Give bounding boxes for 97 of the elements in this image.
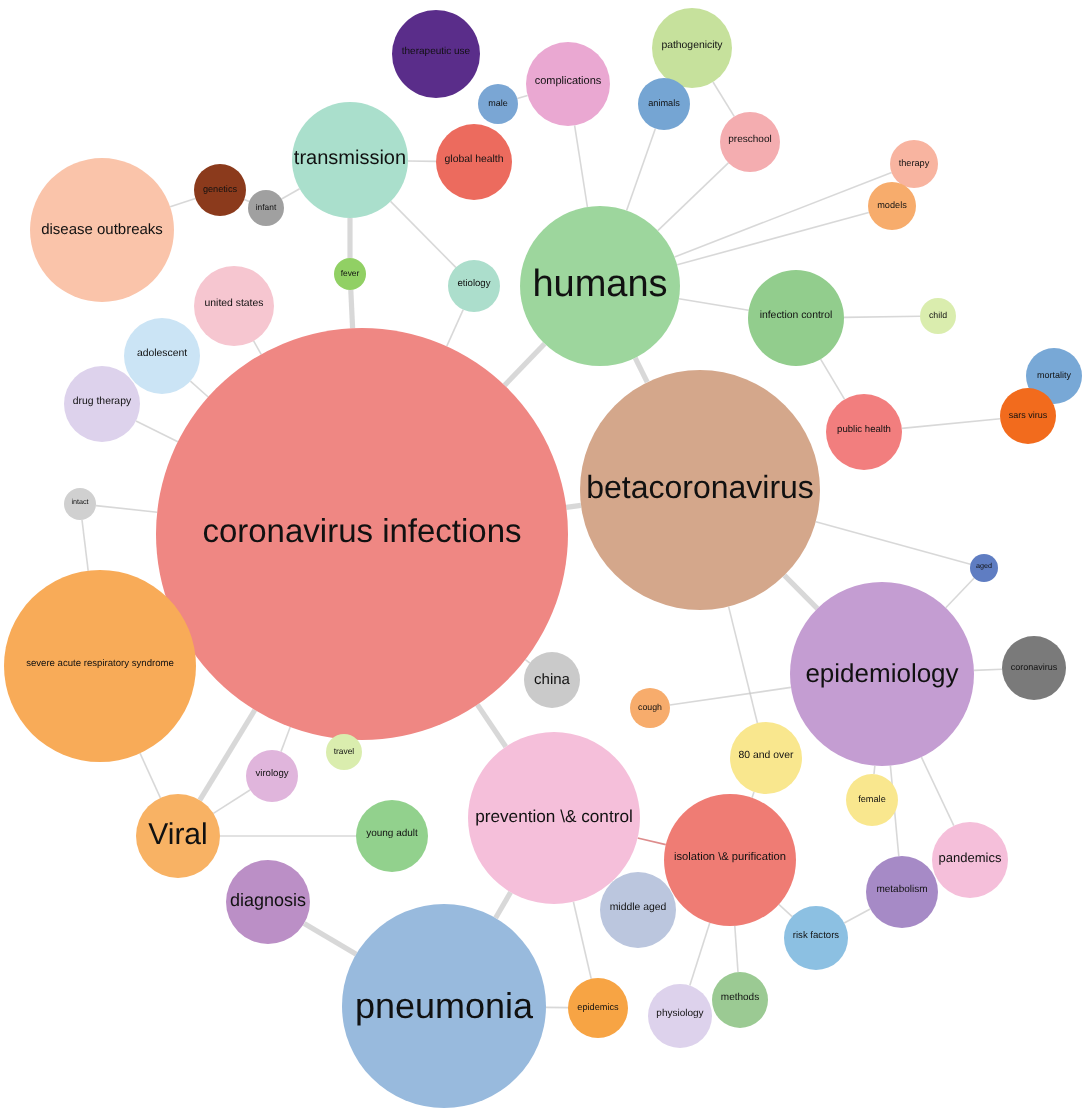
network-edge [347, 218, 353, 258]
network-edge [782, 573, 820, 611]
topic-circle [136, 794, 220, 878]
topic-circle [648, 984, 712, 1048]
network-edge [212, 789, 251, 815]
network-edge [636, 837, 667, 846]
network-edge [843, 315, 921, 319]
network-edge [815, 521, 972, 565]
topic-circle [932, 822, 1008, 898]
network-edge [689, 922, 711, 987]
topic-circle [436, 124, 512, 200]
topic-circle [712, 972, 768, 1028]
topic-circle [124, 318, 200, 394]
topic-circle [334, 258, 366, 290]
network-edge [920, 756, 955, 827]
network-edge [727, 605, 759, 724]
network-edge [139, 752, 162, 799]
topic-circle [246, 750, 298, 802]
topic-circle [478, 84, 518, 124]
network-edge [843, 908, 871, 924]
topic-circle [846, 774, 898, 826]
network-edge [676, 211, 870, 266]
network-edge [280, 726, 291, 753]
network-edge [446, 308, 464, 347]
topic-circle [866, 856, 938, 928]
network-edge [389, 200, 457, 269]
topic-label: epidemiology [805, 660, 959, 688]
network-edge [901, 418, 1001, 430]
network-edge [778, 903, 793, 918]
network-edge [819, 358, 846, 401]
topic-circle [356, 800, 428, 872]
topic-circle [1002, 636, 1066, 700]
topic-circle [664, 794, 796, 926]
topic-circle [826, 394, 902, 470]
topic-label: betacoronavirus [586, 473, 814, 507]
topic-circle [64, 488, 96, 520]
network-edge [565, 502, 582, 510]
network-edge [545, 1006, 569, 1009]
topic-circle [890, 140, 938, 188]
network-edge [673, 171, 893, 258]
topic-circle [248, 190, 284, 226]
network-edge [197, 708, 258, 802]
topic-circle [868, 182, 916, 230]
topic-circle [326, 734, 362, 770]
topic-circle [600, 872, 676, 948]
topic-circle [748, 270, 844, 366]
network-edge [280, 188, 301, 200]
topic-circle [784, 906, 848, 970]
network-edge [169, 197, 197, 208]
topic-circle [194, 164, 246, 216]
network-edge [493, 890, 513, 920]
topic-circle [292, 102, 408, 218]
topic-circle [64, 366, 140, 442]
topic-label: transmission [293, 149, 407, 171]
network-edge [625, 127, 657, 212]
network-edge [573, 124, 589, 208]
topic-label: prevention \& control [475, 808, 633, 827]
network-edge [502, 342, 547, 388]
topic-circle [448, 260, 500, 312]
topic-circle [526, 42, 610, 126]
topic-circle [524, 652, 580, 708]
topic-circle [638, 78, 690, 130]
network-edge [669, 686, 792, 706]
network-edge [95, 504, 158, 513]
topic-circle [568, 978, 628, 1038]
topic-circle [1000, 388, 1056, 444]
network-edge [81, 519, 89, 572]
network-edge [973, 668, 1003, 672]
network-edge [678, 298, 750, 311]
network-edge [873, 765, 876, 775]
topic-circle [630, 688, 670, 728]
topic-circle [392, 10, 480, 98]
topic-circle [970, 554, 998, 582]
topic-circle [920, 298, 956, 334]
topic-label: diagnosis [229, 892, 307, 912]
network-edge [407, 160, 437, 163]
topic-circle [1026, 348, 1082, 404]
topic-circle [730, 722, 802, 794]
topic-circle [720, 112, 780, 172]
topic-label: pneumonia [354, 987, 534, 1025]
network-edge [712, 81, 735, 118]
network-edge [348, 289, 356, 329]
network-edge [572, 901, 592, 980]
network-edge [302, 921, 358, 957]
network-edge [657, 162, 730, 232]
network-edge [189, 380, 209, 398]
topic-circle [194, 266, 274, 346]
network-edge [475, 703, 508, 749]
topic-label: humans [532, 266, 668, 306]
topic-label: Viral [148, 820, 208, 852]
network-edge [632, 356, 650, 384]
topic-circle [226, 860, 310, 944]
topic-label: coronavirus infections [202, 516, 522, 552]
network-edge [734, 925, 739, 973]
network-edge [945, 577, 975, 609]
network-edge [135, 420, 179, 443]
topic-circle [652, 8, 732, 88]
